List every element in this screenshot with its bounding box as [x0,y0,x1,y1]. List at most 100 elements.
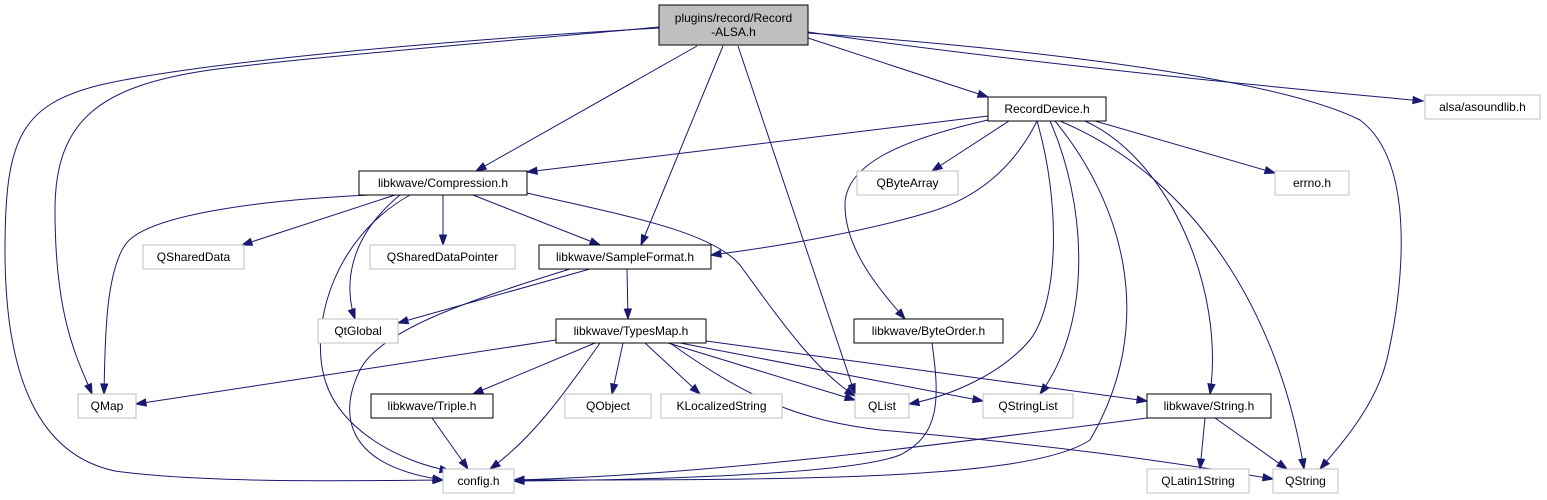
node-label: QObject [586,399,631,413]
edge-arrowhead [588,237,602,246]
edge-arrowhead [488,459,501,470]
node-record-device[interactable]: RecordDevice.h [987,96,1107,122]
edge-line [1084,120,1213,395]
node-compression[interactable]: libkwave/Compression.h [358,170,528,196]
edge-arrowhead [525,166,538,175]
edge-arrowhead [1207,383,1216,396]
node-byteorder[interactable]: libkwave/ByteOrder.h [853,318,1004,344]
node-alsa-asoundlib: alsa/asoundlib.h [1424,94,1541,120]
node-box [1424,94,1541,120]
node-triple[interactable]: libkwave/Triple.h [370,393,494,419]
node-label: -ALSA.h [711,25,756,39]
node-config: config.h [442,468,515,494]
node-box [369,244,516,270]
node-label: QByteArray [876,176,938,190]
edge-line [4,27,660,482]
node-label: QString [1285,474,1326,488]
edge-arrowhead [100,383,109,396]
edge-record_alsa-to-record_device [807,37,990,98]
node-qlatin1string: QLatin1String [1146,468,1250,494]
node-qbytearray: QByteArray [856,170,959,196]
edge-arrowhead [396,316,410,325]
edge-triple-to-config [431,417,469,471]
edge-line [54,26,660,395]
node-label: QMap [91,399,124,413]
edge-arrowhead [930,161,944,172]
edge-line [513,120,1128,481]
edge-line [710,120,1038,256]
edge-record_device-to-qstring [1059,120,1307,471]
edge-compression-to-qlist [526,192,857,397]
edge-arrowhead [640,233,649,247]
edge-sampleformat-to-qtglobal [396,268,591,325]
edge-typesmap-to-qobject [610,342,624,396]
edge-arrowhead [1039,383,1050,396]
edge-sampleformat-to-config [349,268,571,483]
node-qtglobal: QtGlobal [317,318,399,344]
edge-line [319,194,451,472]
edge-line [807,37,989,98]
edge-record_device-to-qstringlist [1039,120,1080,396]
node-box [658,4,809,46]
edge-arrowhead [1136,395,1149,404]
edge-compression-to-qshareddata [240,194,396,246]
edge-string-to-qstring [1214,417,1289,470]
node-box [142,244,245,270]
edge-arrowhead [689,383,702,396]
node-label: libkwave/Compression.h [378,176,508,190]
node-box [77,393,137,419]
node-label: QList [868,399,897,413]
edge-arrowhead [438,234,448,247]
edge-record_device-to-qlist [907,120,1054,407]
edge-compression-to-qtglobal [347,194,401,321]
node-label: errno.h [1293,176,1331,190]
node-label: plugins/record/Record [675,11,792,25]
edge-record_alsa-to-compression [474,45,698,172]
node-qshareddatapointer: QSharedDataPointer [369,244,516,270]
node-label: libkwave/TypesMap.h [574,324,689,338]
node-qstringlist: QStringList [982,393,1074,419]
node-box [1146,468,1250,494]
edge-arrowhead [610,382,619,396]
edge-line [472,194,601,246]
node-box [538,244,712,270]
node-box [317,318,399,344]
edge-line [472,342,596,395]
node-record-alsa[interactable]: plugins/record/Record-ALSA.h [658,4,809,46]
edge-string-to-config [512,417,1148,484]
node-label: QSharedData [157,250,231,264]
node-box [856,170,959,196]
node-errno: errno.h [1274,170,1350,196]
edge-arrowhead [843,392,857,401]
edge-record_alsa-to-alsa_asoundlib [807,31,1425,105]
node-klocalizedstring: KLocalizedString [660,393,783,419]
node-typesmap[interactable]: libkwave/TypesMap.h [555,318,707,344]
edge-line [679,342,984,402]
node-label: RecordDevice.h [1004,102,1089,116]
edge-line [103,194,371,395]
edge-arrowhead [907,397,921,407]
edge-arrowhead [474,162,488,172]
node-sampleformat[interactable]: libkwave/SampleFormat.h [538,244,712,270]
node-box [853,318,1004,344]
node-box [1274,170,1350,196]
edge-line [931,120,1010,172]
edge-record_device-to-compression [525,115,989,175]
edge-line [644,342,701,395]
node-string[interactable]: libkwave/String.h [1146,393,1272,419]
node-box [358,170,528,196]
edge-line [397,268,591,324]
node-box [982,393,1074,419]
edge-line [489,342,601,470]
edge-typesmap-to-qlist [667,342,857,401]
edge-arrowhead [971,394,985,404]
edge-arrowhead [623,308,632,321]
edge-typesmap-to-qstring [669,342,1275,482]
node-label: QtGlobal [334,324,381,338]
edge-arrowhead [471,386,485,395]
node-box [660,393,783,419]
edge-line [241,194,396,246]
node-qlist: QList [854,393,910,419]
edge-line [669,342,1274,480]
